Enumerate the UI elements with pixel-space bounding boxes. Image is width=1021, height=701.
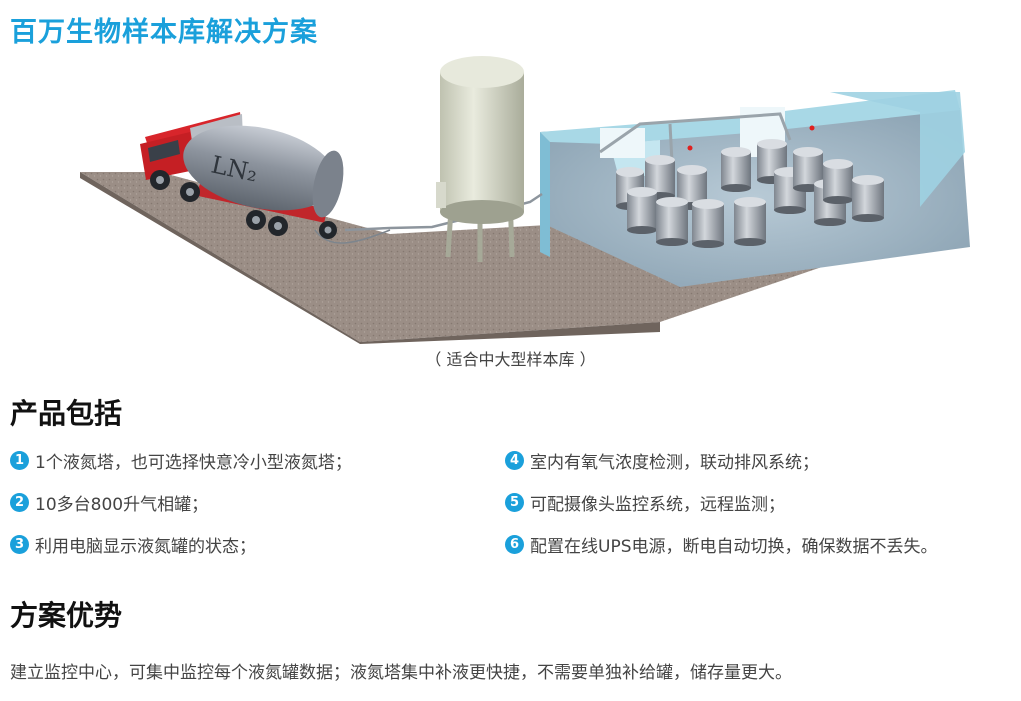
- products-list-right: 4 室内有氧气浓度检测，联动排风系统； 5 可配摄像头监控系统，远程监测； 6 …: [505, 448, 937, 574]
- number-badge-icon: 5: [505, 493, 524, 512]
- product-item: 3 利用电脑显示液氮罐的状态；: [10, 532, 352, 574]
- product-item-text: 配置在线UPS电源，断电自动切换，确保数据不丢失。: [530, 537, 938, 557]
- dewar-tanks: [616, 139, 884, 248]
- supply-pipe: [344, 192, 543, 232]
- product-item-text: 10多台800升气相罐；: [35, 495, 209, 515]
- product-item: 5 可配摄像头监控系统，远程监测；: [505, 490, 937, 532]
- product-item: 1 1个液氮塔，也可选择快意冷小型液氮塔；: [10, 448, 352, 490]
- product-item-text: 可配摄像头监控系统，远程监测；: [530, 495, 785, 515]
- number-badge-icon: 2: [10, 493, 29, 512]
- product-item: 6 配置在线UPS电源，断电自动切换，确保数据不丢失。: [505, 532, 937, 574]
- number-badge-icon: 6: [505, 535, 524, 554]
- product-item: 4 室内有氧气浓度检测，联动排风系统；: [505, 448, 937, 490]
- illustration-caption: （ 适合中大型样本库 ）: [425, 350, 596, 369]
- number-badge-icon: 3: [10, 535, 29, 554]
- product-item-text: 1个液氮塔，也可选择快意冷小型液氮塔；: [35, 453, 352, 473]
- products-list-left: 1 1个液氮塔，也可选择快意冷小型液氮塔； 2 10多台800升气相罐； 3 利…: [10, 448, 352, 574]
- number-badge-icon: 4: [505, 451, 524, 470]
- product-item-text: 室内有氧气浓度检测，联动排风系统；: [530, 453, 819, 473]
- page-title: 百万生物样本库解决方案: [10, 17, 318, 48]
- products-heading: 产品包括: [10, 397, 123, 430]
- tanker-truck: LN₂: [140, 112, 344, 239]
- product-item-text: 利用电脑显示液氮罐的状态；: [35, 537, 256, 557]
- advantages-heading: 方案优势: [10, 599, 123, 632]
- storage-room: [540, 90, 970, 287]
- nitrogen-tower: [436, 56, 524, 262]
- number-badge-icon: 1: [10, 451, 29, 470]
- product-item: 2 10多台800升气相罐；: [10, 490, 352, 532]
- sample-bank-illustration: LN₂: [80, 56, 970, 344]
- advantages-text: 建立监控中心，可集中监控每个液氮罐数据；液氮塔集中补液更快捷，不需要单独补给罐，…: [10, 663, 792, 683]
